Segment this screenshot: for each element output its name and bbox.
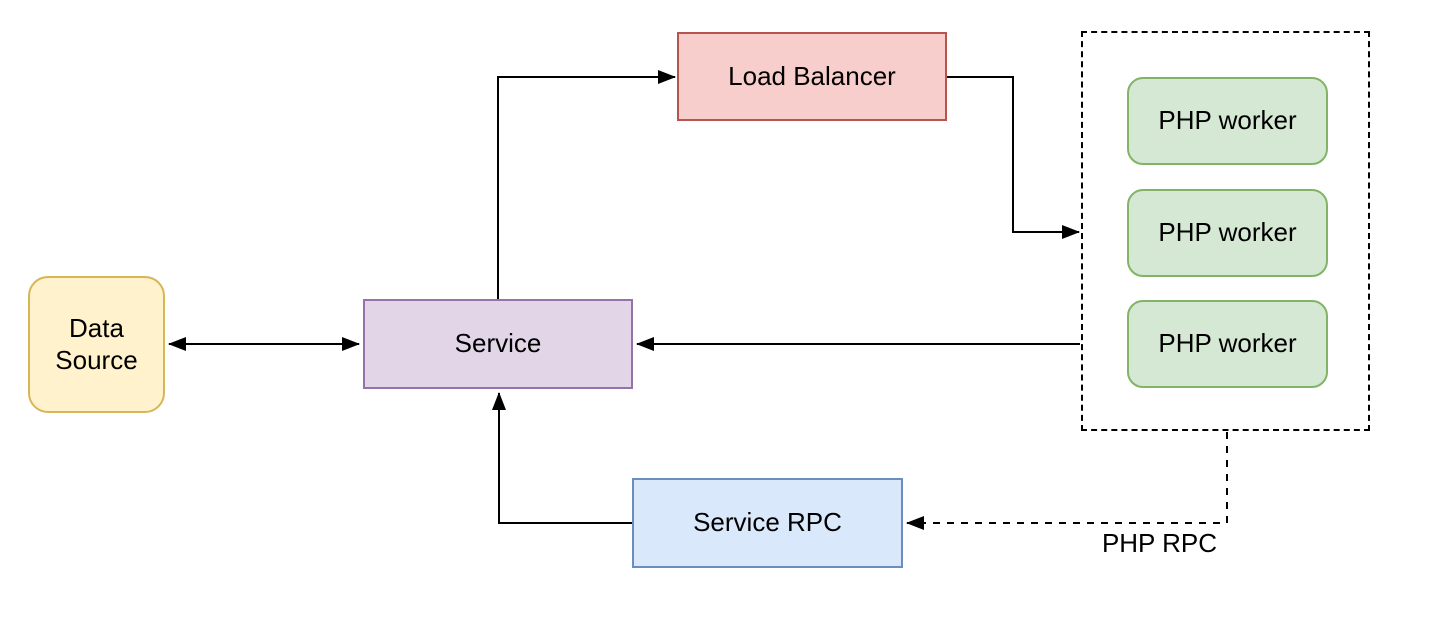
edge-loadbalancer-phpworkers [947, 76, 1080, 239]
edge-phpworkers-servicerpc-dashed [906, 432, 1228, 530]
service-node: Service [363, 299, 633, 389]
edge-servicerpc-service [492, 392, 632, 524]
data-source-node: Data Source [28, 276, 165, 413]
php-worker-node-1: PHP worker [1127, 77, 1328, 165]
php-worker-node-3: PHP worker [1127, 300, 1328, 388]
service-label: Service [454, 328, 542, 359]
php-worker-label: PHP worker [1158, 105, 1297, 136]
service-rpc-node: Service RPC [632, 478, 903, 568]
php-worker-label: PHP worker [1158, 328, 1297, 359]
load-balancer-label: Load Balancer [728, 60, 896, 91]
php-workers-group [1081, 31, 1370, 431]
php-worker-label: PHP worker [1158, 217, 1297, 248]
php-rpc-edge-label: PHP RPC [1101, 528, 1218, 558]
php-worker-node-2: PHP worker [1127, 189, 1328, 277]
load-balancer-node: Load Balancer [677, 32, 947, 121]
service-rpc-label: Service RPC [693, 507, 842, 538]
data-source-label: Data Source [55, 313, 138, 375]
edge-service-loadbalancer [497, 70, 676, 299]
